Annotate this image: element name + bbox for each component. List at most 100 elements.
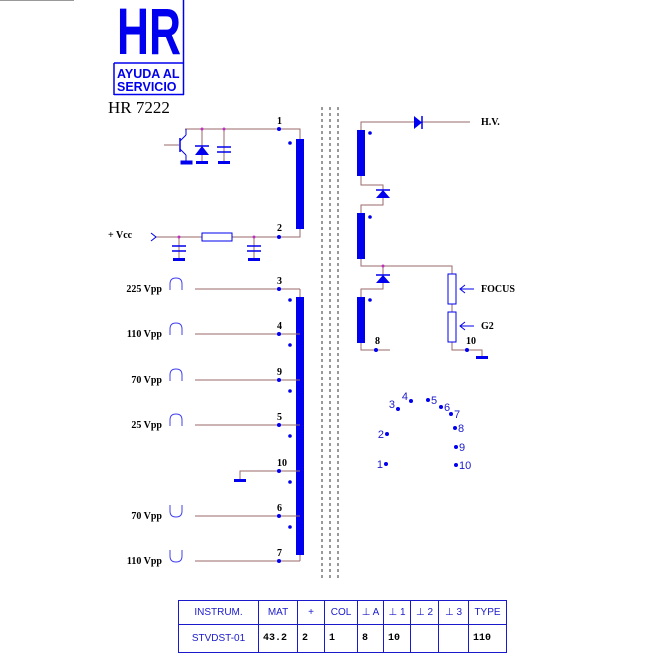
svg-text:2: 2 xyxy=(378,429,384,441)
svg-text:9: 9 xyxy=(459,442,465,454)
pin-label: 10 xyxy=(277,458,287,469)
g2-arrow-icon xyxy=(459,321,474,331)
hv-section: H.V. FOCUS G2 8 10 xyxy=(357,116,515,359)
secondary-pin-10: 10 xyxy=(234,458,300,484)
socket-pin-5: 5 xyxy=(426,395,437,407)
primary-winding: 1 2 + Vcc xyxy=(108,116,304,261)
table-header-cell: COL xyxy=(324,600,358,625)
svg-text:1: 1 xyxy=(377,459,383,471)
g2-potentiometer xyxy=(447,311,457,343)
svg-text:10: 10 xyxy=(459,460,471,472)
secondary-pin-4: 110 Vpp 4 xyxy=(127,321,300,347)
table-cell xyxy=(438,624,469,653)
socket-pin-3: 3 xyxy=(389,399,400,411)
table-header-cell: TYPE xyxy=(468,600,507,625)
socket-pin-2: 2 xyxy=(378,429,389,441)
negative-pulse-icon xyxy=(169,550,183,563)
secondary-pin-6: 70 Vpp 6 xyxy=(131,503,300,529)
pin-10-label: 10 xyxy=(466,336,476,347)
table-header-cell: MAT xyxy=(258,600,298,625)
positive-pulse-icon xyxy=(169,277,183,290)
svg-text:6: 6 xyxy=(444,402,450,414)
positive-pulse-icon xyxy=(169,322,183,335)
pin-1-label: 1 xyxy=(277,116,282,127)
voltage-label: 110 Vpp xyxy=(127,556,163,567)
secondary-winding: 225 Vpp 3 110 Vpp 4 70 Vpp 9 25 Vpp 5 10 70 Vpp 6 1… xyxy=(126,276,304,567)
logo-letters: HR xyxy=(117,0,181,68)
table-header-cell: ⊥ 2 xyxy=(410,600,439,625)
pin-label: 7 xyxy=(277,548,282,559)
hv-diode-icon xyxy=(414,116,423,129)
diode-icon xyxy=(376,274,390,283)
svg-text:4: 4 xyxy=(402,391,408,403)
capacitor-icon xyxy=(172,235,186,261)
core-lines xyxy=(321,107,339,578)
pin-1-dot xyxy=(277,127,281,131)
logo-line1: AYUDA AL xyxy=(117,67,180,81)
focus-label: FOCUS xyxy=(481,284,515,295)
pin-label: 6 xyxy=(277,503,282,514)
socket-pin-1: 1 xyxy=(377,459,388,471)
diode-icon xyxy=(376,189,390,198)
focus-potentiometer xyxy=(447,273,457,305)
model-number: HR 7222 xyxy=(108,98,170,117)
table-cell: 8 xyxy=(357,624,384,653)
secondary-pin-3: 225 Vpp 3 xyxy=(126,276,300,302)
svg-text:3: 3 xyxy=(389,399,395,411)
svg-text:8: 8 xyxy=(458,423,464,435)
voltage-label: 70 Vpp xyxy=(131,375,162,386)
table-header-cell: ⊥ A xyxy=(357,600,384,625)
pin-8-label: 8 xyxy=(375,336,380,347)
table-cell: 2 xyxy=(297,624,325,653)
socket-pin-10: 10 xyxy=(454,460,471,472)
logo: HR AYUDA AL SERVICIO xyxy=(113,0,185,96)
table-cell: STVDST-01 xyxy=(178,624,259,653)
capacitor-icon xyxy=(247,235,261,261)
ground-icon xyxy=(476,356,488,359)
svg-text:5: 5 xyxy=(431,395,437,407)
socket-pin-7: 7 xyxy=(449,409,460,421)
table-header-cell: + xyxy=(297,600,325,625)
voltage-label: 70 Vpp xyxy=(131,511,162,522)
positive-pulse-icon xyxy=(169,413,183,426)
g2-label: G2 xyxy=(481,321,494,332)
pin-label: 5 xyxy=(277,412,282,423)
voltage-label: 225 Vpp xyxy=(126,284,162,295)
secondary-pin-9: 70 Vpp 9 xyxy=(131,367,300,393)
vcc-input-arrow-icon xyxy=(150,232,157,242)
capacitor-icon xyxy=(217,127,231,164)
secondary-pin-5: 25 Vpp 5 xyxy=(131,412,300,438)
svg-text:7: 7 xyxy=(454,409,460,421)
positive-pulse-icon xyxy=(169,368,183,381)
socket-pin-8: 8 xyxy=(453,423,464,435)
socket-pin-6: 6 xyxy=(439,402,450,414)
table-header-cell: INSTRUM. xyxy=(178,600,259,625)
pin-label: 3 xyxy=(277,276,282,287)
table-header-cell: ⊥ 1 xyxy=(383,600,411,625)
table-cell: 110 xyxy=(468,624,507,653)
vcc-label: + Vcc xyxy=(108,230,133,241)
damper-diode-icon xyxy=(195,127,209,164)
resistor-icon xyxy=(201,232,233,242)
table-cell: 1 xyxy=(324,624,358,653)
table-cell xyxy=(410,624,439,653)
pin-label: 9 xyxy=(277,367,282,378)
pin-2-dot xyxy=(277,235,281,239)
logo-line2: SERVICIO xyxy=(117,80,177,94)
socket-pin-4: 4 xyxy=(402,391,413,403)
table-cell: 10 xyxy=(383,624,411,653)
pin-label: 4 xyxy=(277,321,282,332)
table-header-cell: ⊥ 3 xyxy=(438,600,469,625)
voltage-label: 110 Vpp xyxy=(127,329,163,340)
negative-pulse-icon xyxy=(169,505,183,518)
secondary-pin-7: 110 Vpp 7 xyxy=(127,548,300,567)
focus-arrow-icon xyxy=(459,284,474,294)
hv-label: H.V. xyxy=(481,117,500,128)
transistor-icon xyxy=(164,129,193,165)
table-cell: 43.2 xyxy=(258,624,298,653)
voltage-label: 25 Vpp xyxy=(131,420,162,431)
